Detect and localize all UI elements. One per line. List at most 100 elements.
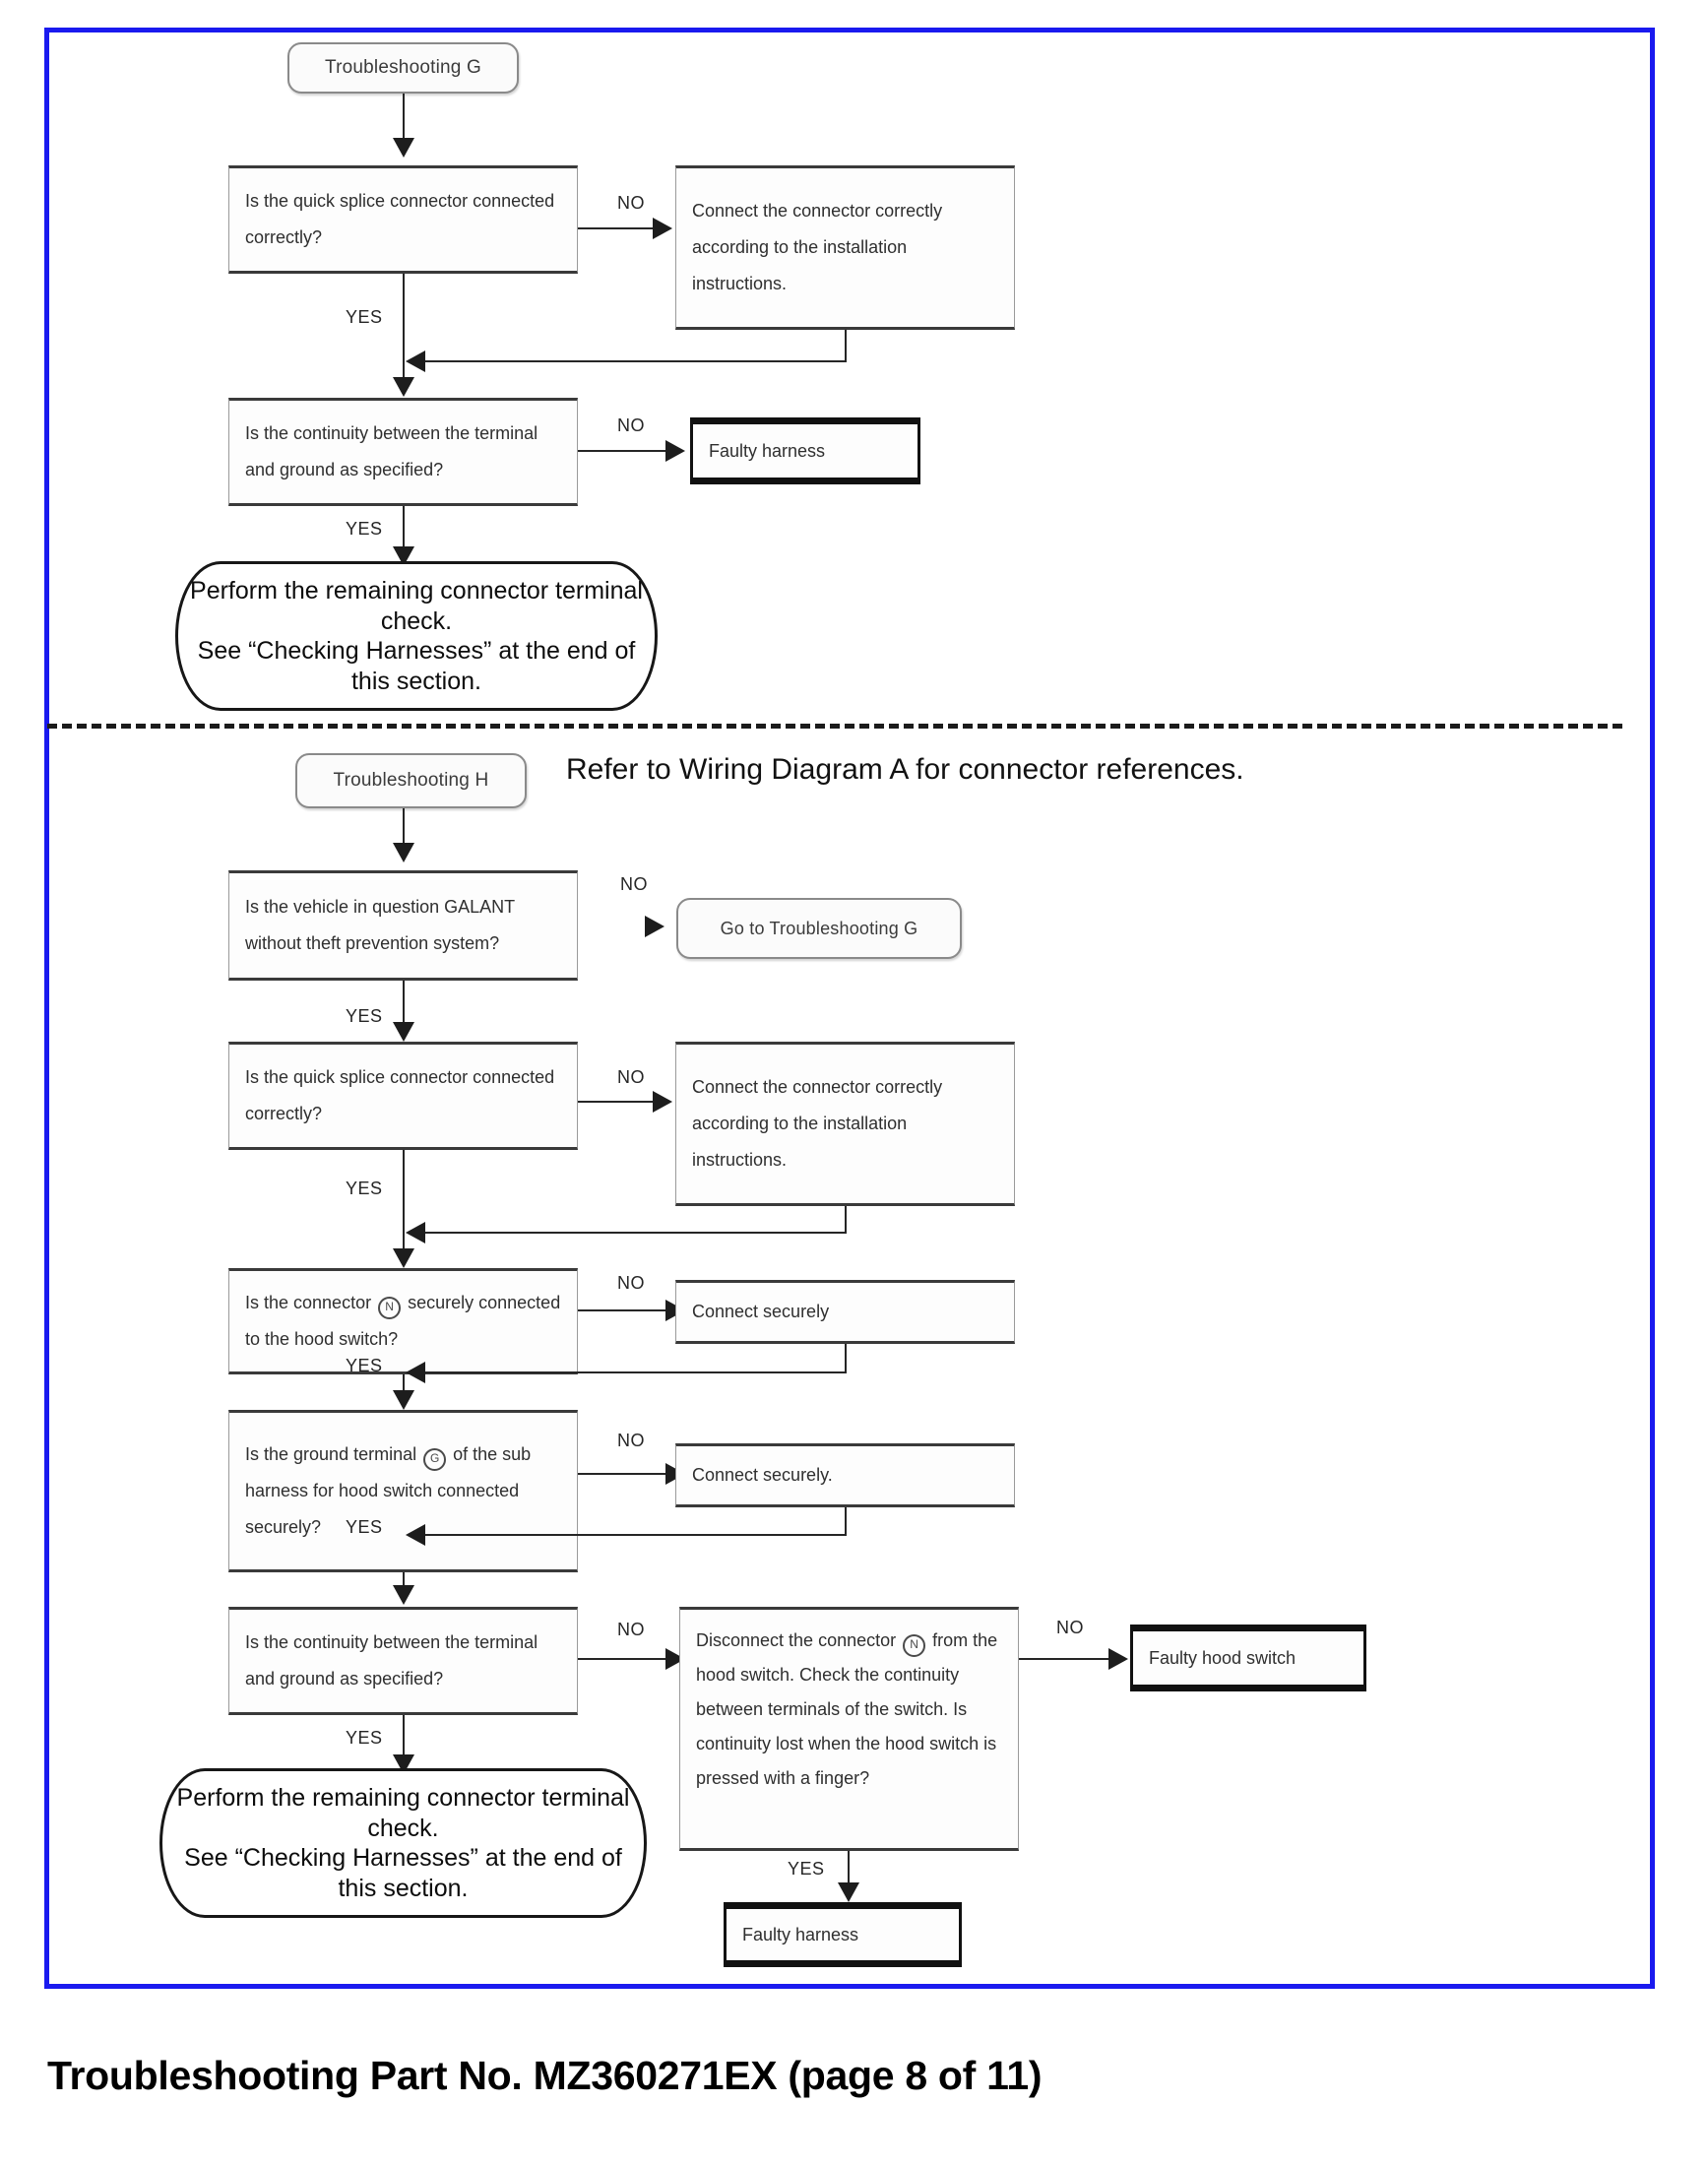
branch-label-h-q4-yes: YES [346, 1728, 383, 1748]
decision-g-quick-splice-label: Is the quick splice connector connected … [245, 191, 555, 247]
connector-h-action3-return-v [845, 1507, 847, 1536]
connector-h-q2-yes [403, 1374, 405, 1400]
action-g-connect-connector-label: Connect the connector correctly accordin… [692, 201, 943, 293]
action-h-connect-securely-1-label: Connect securely [692, 1302, 830, 1322]
connector-g-action-return-v [845, 330, 847, 362]
connector-h-q3-no [578, 1473, 674, 1475]
arrowhead-h-q5-yes [838, 1882, 859, 1902]
decision-h-quick-splice-label: Is the quick splice connector connected … [245, 1067, 555, 1123]
result-h-faulty-hood-switch-text: Faulty hood switch [1149, 1647, 1297, 1668]
arrowhead-h-q2-yes [393, 1390, 414, 1410]
arrowhead-g-q2-no [665, 440, 685, 462]
connector-g-start-to-q1 [403, 94, 405, 141]
decision-g-continuity-label: Is the continuity between the terminal a… [245, 423, 538, 479]
connector-ref-hood-switch-icon: N [378, 1297, 402, 1320]
result-h-faulty-hood-switch[interactable]: Faulty hood switch [1130, 1625, 1366, 1691]
decision-h-ground-terminal[interactable]: Is the ground terminal G of the sub harn… [228, 1410, 578, 1572]
result-g-faulty-harness[interactable]: Faulty harness [690, 417, 920, 484]
action-h-connect-connector-label: Connect the connector correctly accordin… [692, 1077, 943, 1170]
start-node-troubleshooting-h[interactable]: Troubleshooting H [295, 753, 527, 808]
connector-h-q2-no [578, 1309, 674, 1311]
decision-h-connector-hood-switch-text-post: securely connected to the hood switch? [245, 1293, 561, 1349]
result-h-faulty-harness-label: Faulty harness [742, 1924, 859, 1944]
section-divider [47, 724, 1622, 729]
decision-h-continuity[interactable]: Is the continuity between the terminal a… [228, 1607, 578, 1715]
decision-h-ground-terminal-label: Is the ground terminal G of the sub harn… [245, 1436, 561, 1546]
action-h-disconnect-check-switch[interactable]: Disconnect the connector N from the hood… [679, 1607, 1019, 1851]
branch-label-h-q0-no: NO [620, 874, 648, 894]
result-h-faulty-harness[interactable]: Faulty harness [724, 1902, 962, 1967]
branch-label-g-q2-yes: YES [346, 519, 383, 539]
page-caption: Troubleshooting Part No. MZ360271EX (pag… [47, 2053, 1043, 2098]
decision-h-quick-splice[interactable]: Is the quick splice connector connected … [228, 1042, 578, 1150]
decision-h-galant-label: Is the vehicle in question GALANT withou… [245, 897, 515, 953]
branch-label-h-q1-no: NO [617, 1067, 645, 1087]
decision-h-ground-terminal-text-post: of the sub harness for hood switch conne… [245, 1444, 532, 1537]
branch-label-h-q3-no: NO [617, 1431, 645, 1450]
action-h-goto-troubleshooting-g[interactable]: Go to Troubleshooting G [676, 898, 962, 959]
wiring-diagram-note: Refer to Wiring Diagram A for connector … [566, 753, 1244, 786]
connector-g-q2-no [578, 450, 674, 452]
connector-g-action-return-h [417, 360, 847, 362]
action-h-connect-connector[interactable]: Connect the connector correctly accordin… [675, 1042, 1015, 1206]
connector-g-q1-no [578, 227, 662, 229]
connector-h-action1-return-v [845, 1206, 847, 1234]
connector-g-q1-yes [403, 274, 405, 382]
decision-h-connector-hood-switch-label: Is the connector N securely connected to… [245, 1285, 561, 1358]
end-node-h-remaining-check[interactable]: Perform the remaining connector terminal… [159, 1768, 647, 1918]
arrowhead-h-q5-no [1108, 1648, 1128, 1670]
branch-label-h-q4-no: NO [617, 1620, 645, 1639]
result-h-faulty-hood-switch-label: Faulty hood switch [1149, 1648, 1296, 1669]
connector-ref-ground-terminal-icon: G [423, 1448, 447, 1472]
branch-label-h-q5-no: NO [1056, 1618, 1084, 1637]
connector-h-action2-return-h [417, 1371, 847, 1373]
connector-h-q1-yes [403, 1150, 405, 1253]
branch-label-h-q0-yes: YES [346, 1006, 383, 1026]
connector-h-action2-return-v [845, 1344, 847, 1373]
connector-ref-disconnect-icon: N [903, 1634, 926, 1657]
connector-h-q4-yes [403, 1715, 405, 1762]
action-h-disconnect-check-switch-label: Disconnect the connector N from the hood… [696, 1624, 1002, 1796]
decision-h-connector-hood-switch[interactable]: Is the connector N securely connected to… [228, 1268, 578, 1374]
arrowhead-g-start-to-q1 [393, 138, 414, 158]
end-node-h-label: Perform the remaining connector terminal… [176, 1784, 630, 1902]
branch-label-g-q1-no: NO [617, 193, 645, 213]
arrowhead-g-q1-yes [393, 377, 414, 397]
branch-label-g-q1-yes: YES [346, 307, 383, 327]
action-h-connect-securely-2-label: Connect securely. [692, 1465, 833, 1486]
decision-g-continuity[interactable]: Is the continuity between the terminal a… [228, 398, 578, 506]
branch-label-h-q2-no: NO [617, 1273, 645, 1293]
action-g-connect-connector[interactable]: Connect the connector correctly accordin… [675, 165, 1015, 330]
arrowhead-h-q0-no [645, 916, 664, 937]
branch-label-h-q3-yes: YES [346, 1517, 383, 1537]
connector-h-q5-yes [848, 1851, 850, 1890]
arrowhead-g-q1-no [653, 218, 672, 239]
arrowhead-h-q3-yes [393, 1585, 414, 1605]
connector-h-q4-no [578, 1658, 674, 1660]
connector-h-action1-return-h [417, 1232, 847, 1234]
branch-label-h-q5-yes: YES [788, 1859, 825, 1879]
action-h-connect-securely-2[interactable]: Connect securely. [675, 1443, 1015, 1507]
connector-h-q0-yes [403, 981, 405, 1032]
result-g-faulty-harness-label: Faulty harness [709, 440, 826, 461]
start-node-label: Troubleshooting G [324, 57, 481, 78]
arrowhead-h-q1-no [653, 1091, 672, 1113]
arrowhead-h-start-to-q0 [393, 843, 414, 862]
start-node-troubleshooting-g[interactable]: Troubleshooting G [287, 42, 519, 94]
end-node-g-remaining-check[interactable]: Perform the remaining connector terminal… [175, 561, 658, 711]
branch-label-h-q1-yes: YES [346, 1179, 383, 1198]
action-h-disconnect-text-pre: Disconnect the connector [696, 1630, 897, 1650]
connector-h-q5-no [1019, 1658, 1117, 1660]
decision-g-quick-splice[interactable]: Is the quick splice connector connected … [228, 165, 578, 274]
decision-h-continuity-label: Is the continuity between the terminal a… [245, 1632, 538, 1689]
connector-h-action3-return-h [417, 1534, 847, 1536]
action-h-connect-securely-1[interactable]: Connect securely [675, 1280, 1015, 1344]
decision-h-ground-terminal-text-pre: Is the ground terminal [245, 1444, 417, 1465]
arrowhead-h-q1-yes [393, 1248, 414, 1268]
arrowhead-h-action2-return [406, 1362, 425, 1383]
decision-h-galant[interactable]: Is the vehicle in question GALANT withou… [228, 870, 578, 981]
start-node-h-label: Troubleshooting H [333, 770, 489, 791]
connector-h-q3-yes [403, 1572, 405, 1590]
arrowhead-g-action-return [406, 351, 425, 372]
